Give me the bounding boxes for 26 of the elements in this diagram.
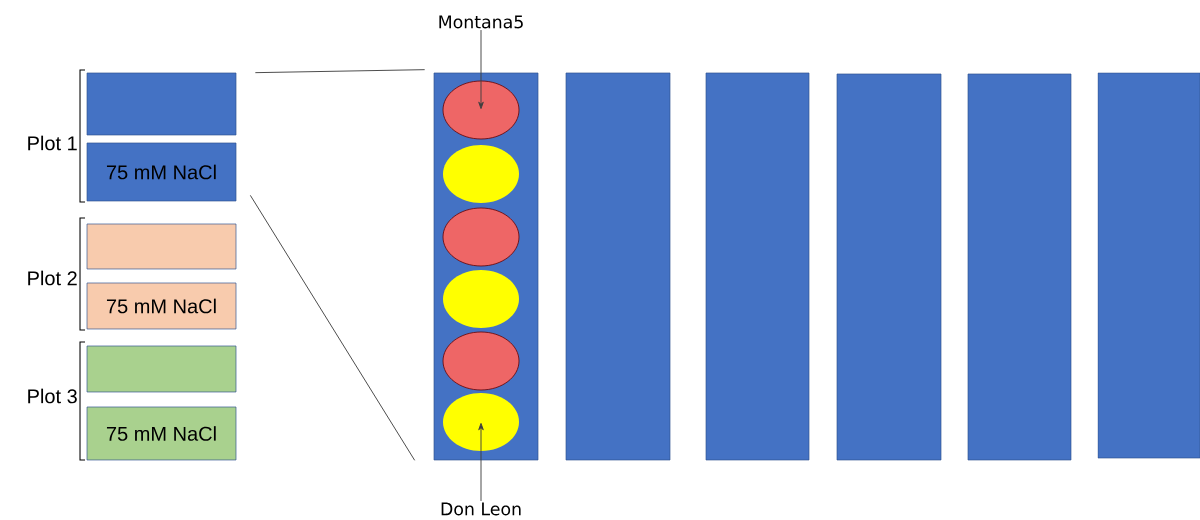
plant-ellipse — [442, 80, 520, 140]
plot-box: 75 mM NaCl — [86, 282, 237, 330]
variety-label: Montana5 — [439, 15, 523, 29]
plot-box — [86, 72, 237, 136]
plot-box — [86, 345, 237, 393]
variety-label: Don Leon — [441, 502, 521, 516]
plot-box: 75 mM NaCl — [86, 142, 237, 202]
zoom-line — [249, 194, 416, 461]
plant-ellipse — [443, 270, 519, 328]
arrow — [478, 422, 484, 502]
plot-label: Plot 1 — [28, 135, 77, 151]
plant-ellipse — [443, 145, 519, 203]
zoom-line — [254, 69, 426, 74]
plot-box: 75 mM NaCl — [86, 406, 237, 461]
plant-ellipse — [442, 207, 520, 267]
column-bar — [565, 72, 671, 461]
column-bar — [705, 72, 810, 461]
column-bar — [967, 73, 1072, 461]
arrow — [478, 29, 484, 110]
plant-ellipse — [443, 393, 519, 451]
plant-ellipse — [442, 331, 520, 391]
column-bar — [1097, 72, 1200, 459]
plot-label: Plot 2 — [28, 270, 77, 286]
plot-label: Plot 3 — [28, 388, 77, 404]
column-bar — [836, 73, 942, 461]
plot-box — [86, 223, 237, 270]
